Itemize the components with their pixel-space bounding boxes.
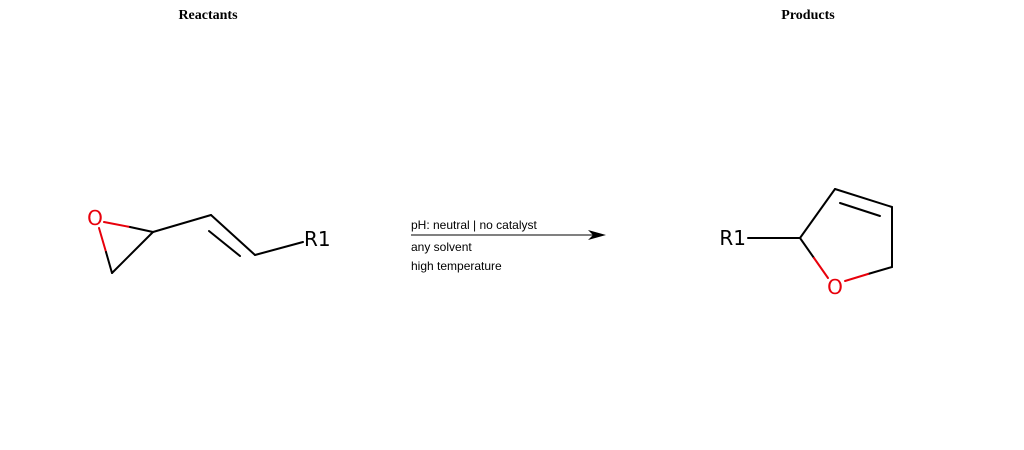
epoxide-c-c-bond: [111, 231, 154, 274]
epoxide-o-c1-bond-red: [103, 221, 131, 228]
product-oxygen-label: O: [827, 275, 843, 299]
epoxide-o-c1-bond-black: [129, 226, 154, 233]
products-header: Products: [781, 8, 835, 23]
vinyl-double-bond-inner: [208, 230, 241, 257]
ring-c5-o-bond-red: [844, 273, 869, 282]
condition-ph: pH: neutral | no catalyst: [411, 218, 538, 232]
condition-temperature: high temperature: [411, 259, 502, 273]
ring-vinyl-bond: [152, 214, 212, 233]
ring-double-bond-outer: [834, 188, 893, 208]
epoxide-o-c2-bond-red: [98, 227, 107, 253]
reactant-r1-label: R1: [304, 227, 331, 251]
vinyl-double-bond-outer: [210, 214, 256, 256]
ring-c2-o-bond-black: [799, 237, 815, 259]
vinyl-r1-bond: [254, 241, 304, 256]
reactant-molecule: O R1: [87, 206, 331, 274]
ring-c5-o-bond-black: [867, 266, 893, 275]
reactants-header: Reactants: [178, 8, 238, 23]
epoxide-o-c2-bond-black: [105, 251, 113, 274]
ring-double-bond-inner: [839, 202, 881, 217]
ring-c2-o-bond-red: [813, 257, 829, 279]
product-molecule: O R1: [719, 188, 893, 299]
reactant-oxygen-label: O: [87, 206, 103, 230]
reaction-arrow-group: pH: neutral | no catalyst any solvent hi…: [411, 218, 606, 273]
ring-c2-c3-bond: [799, 188, 836, 239]
condition-solvent: any solvent: [411, 240, 472, 254]
product-r1-label: R1: [719, 226, 746, 250]
